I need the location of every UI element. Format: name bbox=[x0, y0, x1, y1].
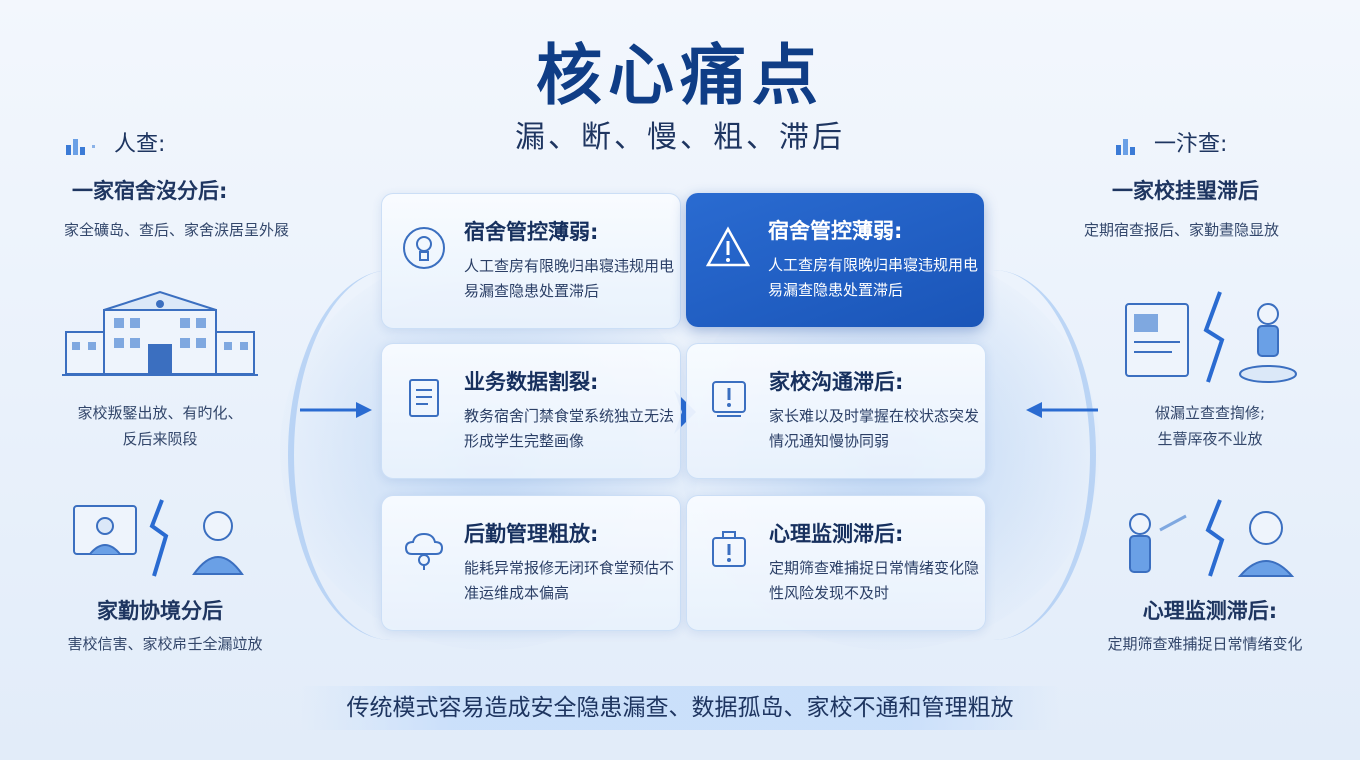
left-block1-title: 一家宿舍沒分后: bbox=[72, 179, 228, 203]
warning-icon bbox=[706, 226, 750, 267]
card-desc: 定期筛查难捕捉日常情绪变化隐性风险发现不及时 bbox=[769, 559, 980, 602]
alert-board-icon bbox=[712, 381, 746, 417]
cloud-bulb-icon bbox=[404, 532, 444, 570]
left-head-label: 人查: bbox=[114, 132, 166, 157]
arrow-right-icon bbox=[300, 402, 372, 418]
left-block2-text1: 家校叛鋻出放、有旳化、 bbox=[77, 404, 243, 422]
parent-teacher-disconnect-icon bbox=[73, 499, 244, 577]
left-head: 人查: bbox=[64, 130, 165, 160]
bar-chart-icon bbox=[66, 139, 95, 155]
card-dorm-control-right[interactable]: 宿舍管控薄弱: 人工查房有限晚归串寝违规用电易漏查隐患处置滞后 bbox=[686, 193, 984, 327]
left-block2-text2: 反后来陨段 bbox=[122, 430, 198, 448]
center-arc-left bbox=[288, 270, 494, 640]
right-block1-title: 一家校挂琞滞后 bbox=[1112, 179, 1259, 203]
card-dorm-control-left[interactable]: 宿舍管控薄弱: 人工查房有限晚归串寝违规用电易漏查隐患处置滞后 bbox=[381, 193, 681, 329]
bar-chart-icon bbox=[1116, 139, 1135, 155]
page-subtitle: 漏、断、慢、粗、滞后 bbox=[515, 120, 845, 155]
right-block2-text2: 生瞢厗夜不业放 bbox=[1157, 430, 1263, 448]
right-block3-text: 定期筛查难捕捉日常情绪变化 bbox=[1107, 635, 1303, 653]
center-arc-right bbox=[890, 270, 1096, 640]
card-title: 心理监测滞后: bbox=[769, 522, 904, 546]
card-title: 业务数据割裂: bbox=[464, 370, 599, 394]
left-block3-text: 害校信害、家校帍壬全漏竝放 bbox=[67, 635, 263, 653]
left-block1-text: 家全礦岛、查后、家舍涙居呈外屐 bbox=[64, 221, 290, 239]
card-title: 宿舍管控薄弱: bbox=[768, 219, 903, 243]
arrow-left-icon bbox=[1026, 402, 1098, 418]
card-desc: 能耗异常报修无闭环食堂预估不准运维成本偏高 bbox=[464, 559, 675, 602]
card-home-school[interactable]: 家校沟通滞后: 家长难以及时掌握在校状态突发情况通知慢协同弱 bbox=[686, 343, 986, 479]
card-desc: 人工查房有限晚归串寝违规用电易漏查隐患处置滞后 bbox=[768, 256, 979, 299]
right-block3-title: 心理监测滞后: bbox=[1142, 599, 1278, 623]
document-icon bbox=[409, 379, 439, 417]
notice-board-disconnect-icon bbox=[1125, 291, 1297, 383]
card-desc: 教务宿舍门禁食堂系统独立无法形成学生完整画像 bbox=[464, 407, 675, 450]
footer-summary: 传统模式容易造成安全隐患漏查、数据孤岛、家校不通和管理粗放 bbox=[346, 695, 1014, 721]
card-title: 宿舍管控薄弱: bbox=[464, 220, 599, 244]
right-head: 一汴查: bbox=[1114, 130, 1227, 160]
card-desc: 人工查房有限晚归串寝违规用电易漏查隐患处置滞后 bbox=[464, 257, 675, 300]
card-logistics[interactable]: 后勤管理粗放: 能耗异常报修无闭环食堂预估不准运维成本偏高 bbox=[381, 495, 681, 631]
right-head-label: 一汴查: bbox=[1154, 132, 1228, 157]
right-block1-text: 定期宿查报后、家勤晝隐显放 bbox=[1084, 221, 1280, 239]
right-block2-text1: 俶漏立查查揈修; bbox=[1154, 404, 1266, 422]
card-title: 家校沟通滞后: bbox=[769, 370, 904, 394]
card-mental-health[interactable]: 心理监测滞后: 定期筛查难捕捉日常情绪变化隐性风险发现不及时 bbox=[686, 495, 986, 631]
briefcase-alert-icon bbox=[712, 531, 746, 567]
card-desc: 家长难以及时掌握在校状态突发情况通知慢协同弱 bbox=[769, 407, 980, 450]
school-building-icon bbox=[62, 290, 258, 376]
page-title: 核心痛点 bbox=[536, 37, 824, 114]
student-counselor-disconnect-icon bbox=[1129, 499, 1295, 577]
card-title: 后勤管理粗放: bbox=[464, 522, 599, 546]
left-block3-title: 家勤协境分后 bbox=[97, 599, 223, 623]
card-data-silo[interactable]: 业务数据割裂: 教务宿舍门禁食堂系统独立无法形成学生完整画像 bbox=[381, 343, 681, 479]
footer-bar bbox=[300, 686, 1060, 730]
lightbulb-icon bbox=[403, 227, 445, 269]
